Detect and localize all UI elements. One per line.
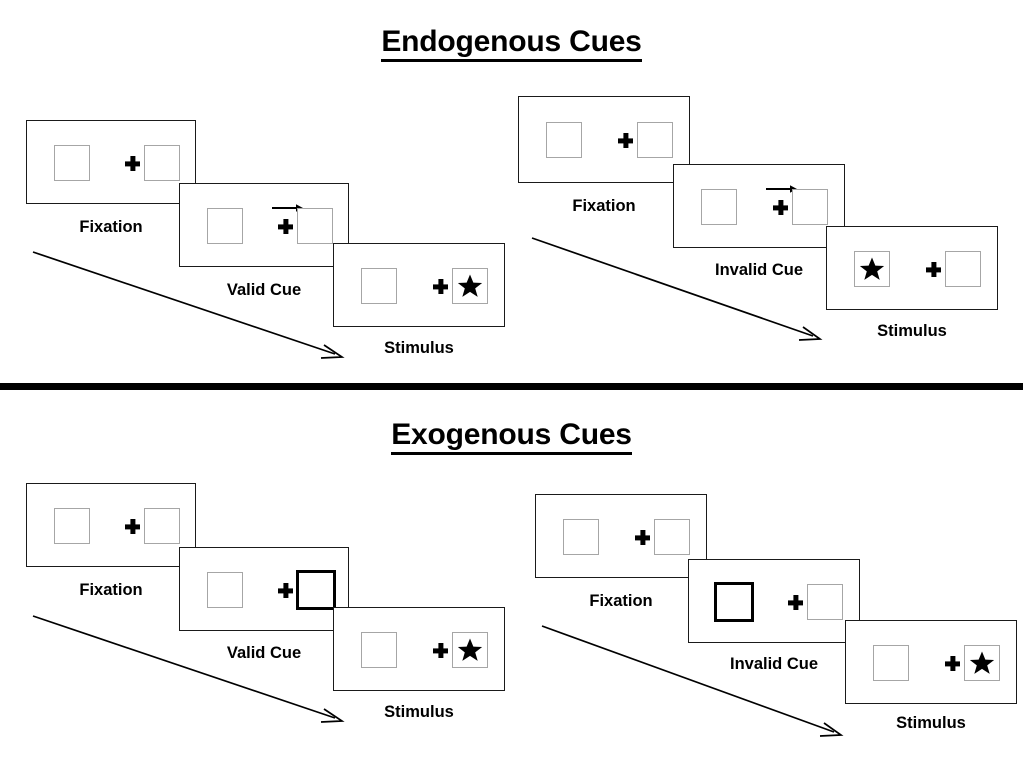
target-star-icon <box>859 257 885 280</box>
fixation-cross-icon <box>433 279 448 294</box>
panel-endogenous-invalid-stimulus <box>826 226 998 310</box>
panel-exogenous-invalid-cue <box>688 559 860 643</box>
caption-exogenous-valid-stimulus: Stimulus <box>333 703 505 722</box>
caption-text: Invalid Cue <box>729 655 819 673</box>
placeholder-box-right-target <box>452 632 488 668</box>
placeholder-box-left <box>563 519 599 555</box>
placeholder-box-right-target <box>964 645 1000 681</box>
section-divider <box>0 383 1023 390</box>
caption-exogenous-invalid-fixation: Fixation <box>535 592 707 611</box>
panel-exogenous-valid-cue <box>179 547 349 631</box>
placeholder-box-left <box>873 645 909 681</box>
panel-exogenous-valid-stimulus <box>333 607 505 691</box>
caption-exogenous-valid-fixation: Fixation <box>26 581 196 600</box>
placeholder-box-right <box>807 584 843 620</box>
placeholder-box-right <box>297 208 333 244</box>
fixation-cross-icon <box>945 656 960 671</box>
placeholder-box-left <box>207 208 243 244</box>
caption-endogenous-valid-cue: Valid Cue <box>179 281 349 300</box>
panel-endogenous-invalid-fixation <box>518 96 690 183</box>
panel-exogenous-invalid-stimulus <box>845 620 1017 704</box>
placeholder-box-right <box>144 508 180 544</box>
caption-endogenous-valid-stimulus: Stimulus <box>333 339 505 358</box>
caption-endogenous-invalid-fixation: Fixation <box>518 197 690 216</box>
placeholder-box-right <box>144 145 180 181</box>
caption-text: Stimulus <box>384 703 454 721</box>
panel-endogenous-valid-stimulus <box>333 243 505 327</box>
placeholder-box-left <box>54 145 90 181</box>
placeholder-box-right-cued <box>296 570 336 610</box>
caption-exogenous-valid-cue: Valid Cue <box>179 644 349 663</box>
panel-exogenous-invalid-fixation <box>535 494 707 578</box>
caption-text: Fixation <box>79 218 143 236</box>
target-star-icon <box>969 651 995 674</box>
caption-endogenous-valid-fixation: Fixation <box>26 218 196 237</box>
caption-text: Stimulus <box>384 339 454 357</box>
fixation-cross-icon <box>773 200 788 215</box>
caption-text: Fixation <box>79 581 143 599</box>
section-title-endogenous-text: Endogenous Cues <box>381 25 642 62</box>
caption-exogenous-invalid-stimulus: Stimulus <box>845 714 1017 733</box>
placeholder-box-left <box>54 508 90 544</box>
placeholder-box-left-cued <box>714 582 754 622</box>
section-title-exogenous-text: Exogenous Cues <box>391 418 632 455</box>
placeholder-box-right <box>945 251 981 287</box>
caption-text: Invalid Cue <box>714 261 804 279</box>
placeholder-box-right-target <box>452 268 488 304</box>
placeholder-box-left <box>701 189 737 225</box>
fixation-cross-icon <box>635 530 650 545</box>
placeholder-box-left <box>361 268 397 304</box>
placeholder-box-left-target <box>854 251 890 287</box>
placeholder-box-left <box>207 572 243 608</box>
fixation-cross-icon <box>788 595 803 610</box>
target-star-icon <box>457 274 483 297</box>
fixation-cross-icon <box>278 219 293 234</box>
placeholder-box-right <box>792 189 828 225</box>
fixation-cross-icon <box>926 262 941 277</box>
placeholder-box-right <box>654 519 690 555</box>
fixation-cross-icon <box>618 133 633 148</box>
caption-exogenous-invalid-cue: Invalid Cue <box>688 655 860 674</box>
caption-text: Valid Cue <box>226 644 302 662</box>
panel-exogenous-valid-fixation <box>26 483 196 567</box>
target-star-icon <box>457 638 483 661</box>
placeholder-box-left <box>361 632 397 668</box>
fixation-cross-icon <box>278 583 293 598</box>
panel-endogenous-valid-fixation <box>26 120 196 204</box>
caption-endogenous-invalid-stimulus: Stimulus <box>826 322 998 341</box>
fixation-cross-icon <box>125 156 140 171</box>
caption-endogenous-invalid-cue: Invalid Cue <box>673 261 845 280</box>
section-title-endogenous: Endogenous Cues <box>0 25 1023 62</box>
caption-text: Fixation <box>572 197 636 215</box>
fixation-cross-icon <box>125 519 140 534</box>
panel-endogenous-valid-cue <box>179 183 349 267</box>
caption-text: Fixation <box>589 592 653 610</box>
section-title-exogenous: Exogenous Cues <box>0 418 1023 455</box>
panel-endogenous-invalid-cue <box>673 164 845 248</box>
placeholder-box-left <box>546 122 582 158</box>
caption-text: Valid Cue <box>226 281 302 299</box>
fixation-cross-icon <box>433 643 448 658</box>
flow-arrow-endogenous-invalid <box>531 237 823 341</box>
caption-text: Stimulus <box>877 322 947 340</box>
caption-text: Stimulus <box>896 714 966 732</box>
placeholder-box-right <box>637 122 673 158</box>
